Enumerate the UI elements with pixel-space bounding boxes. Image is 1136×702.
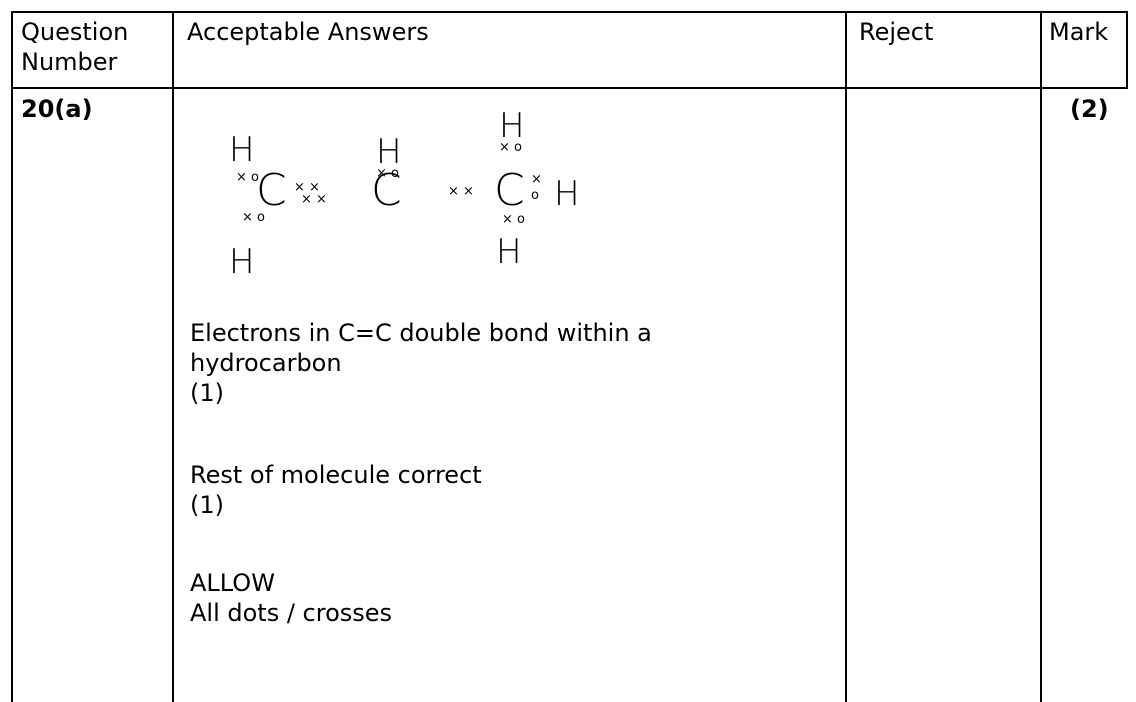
- electron-pair-h-c3-top: × o: [499, 140, 522, 155]
- allow-label: ALLOW: [190, 569, 275, 597]
- electron-pair-h-c2: × o: [376, 166, 399, 181]
- question-number: 20(a): [21, 95, 93, 123]
- atom-h-top-left: H: [229, 130, 255, 170]
- electron-double-bond-top: × ×: [294, 180, 320, 195]
- header-reject: Reject: [859, 18, 934, 46]
- atom-h-top-mid: H: [376, 132, 402, 172]
- electron-pair-c2-c3: × ×: [448, 184, 474, 199]
- electron-pair-c3-h-bottom: × o: [502, 212, 525, 227]
- mark-value: (2): [1070, 95, 1109, 123]
- header-question-number: Question Number: [21, 18, 129, 76]
- atom-c2: C: [371, 165, 402, 216]
- atom-h-top-right: H: [499, 106, 525, 146]
- header-acceptable-answers: Acceptable Answers: [187, 18, 429, 46]
- table-left-border: [11, 11, 13, 702]
- electron-pair-c3-h-right-x: ×: [531, 172, 542, 187]
- atom-h-right: H: [554, 174, 580, 214]
- table-right-border: [1126, 11, 1128, 89]
- electron-pair-h1-c1: × o: [236, 170, 259, 185]
- table-top-border: [11, 11, 1128, 13]
- answer-point-2: Rest of molecule correct (1): [190, 461, 482, 519]
- atom-h-bottom-left: H: [229, 242, 255, 278]
- atom-h-bottom-right: H: [496, 232, 522, 272]
- electron-pair-h2-c1: × o: [242, 210, 265, 225]
- dot-cross-diagram: H H × o × o C × × × × H × o C × × H × o …: [229, 106, 580, 278]
- col-divider-1: [172, 11, 174, 702]
- col-divider-2: [845, 11, 847, 702]
- atom-c3: C: [494, 165, 525, 216]
- allow-text: All dots / crosses: [190, 599, 393, 627]
- atom-c1: C: [256, 165, 287, 216]
- electron-double-bond-bottom: × ×: [301, 192, 327, 207]
- col-divider-3: [1040, 11, 1042, 702]
- electron-pair-c3-h-right-o: o: [531, 188, 539, 203]
- header-bottom-border: [11, 87, 1128, 89]
- header-mark: Mark: [1049, 18, 1109, 46]
- answer-point-1: Electrons in C=C double bond within a hy…: [190, 319, 652, 407]
